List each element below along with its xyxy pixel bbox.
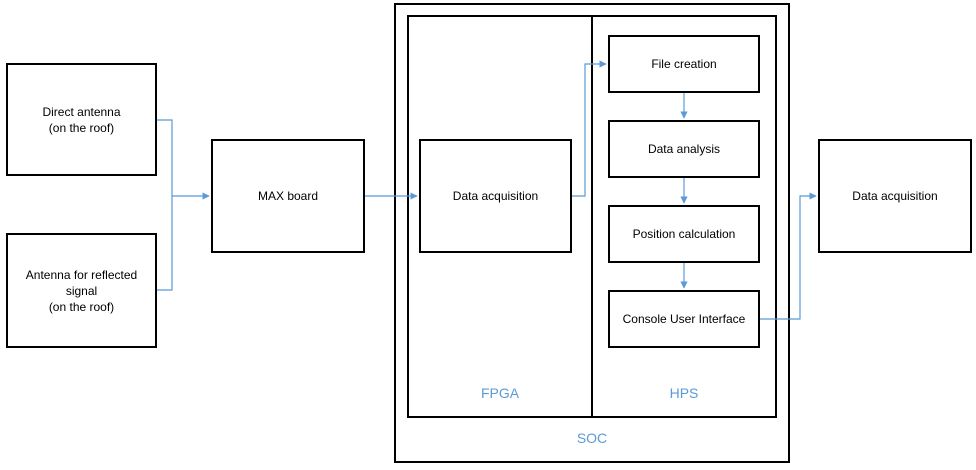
connector-direct-antenna-to-max <box>157 119 210 200</box>
console-user-interface-box: Console User Interface <box>608 290 760 348</box>
fpga-label: FPGA <box>480 385 520 401</box>
connector-reflected-antenna-to-max <box>157 196 173 291</box>
data-analysis-box: Data analysis <box>608 120 760 178</box>
reflected-antenna-box: Antenna for reflected signal (on the roo… <box>6 233 157 348</box>
file-creation-box: File creation <box>608 35 760 93</box>
hps-label: HPS <box>669 385 699 401</box>
direct-antenna-box: Direct antenna (on the roof) <box>6 63 157 176</box>
fpga-data-acquisition-box: Data acquisition <box>419 139 572 253</box>
position-calculation-box: Position calculation <box>608 205 760 263</box>
soc-label: SOC <box>576 430 608 446</box>
max-board-box: MAX board <box>211 139 365 253</box>
output-data-acquisition-box: Data acquisition <box>818 139 972 253</box>
